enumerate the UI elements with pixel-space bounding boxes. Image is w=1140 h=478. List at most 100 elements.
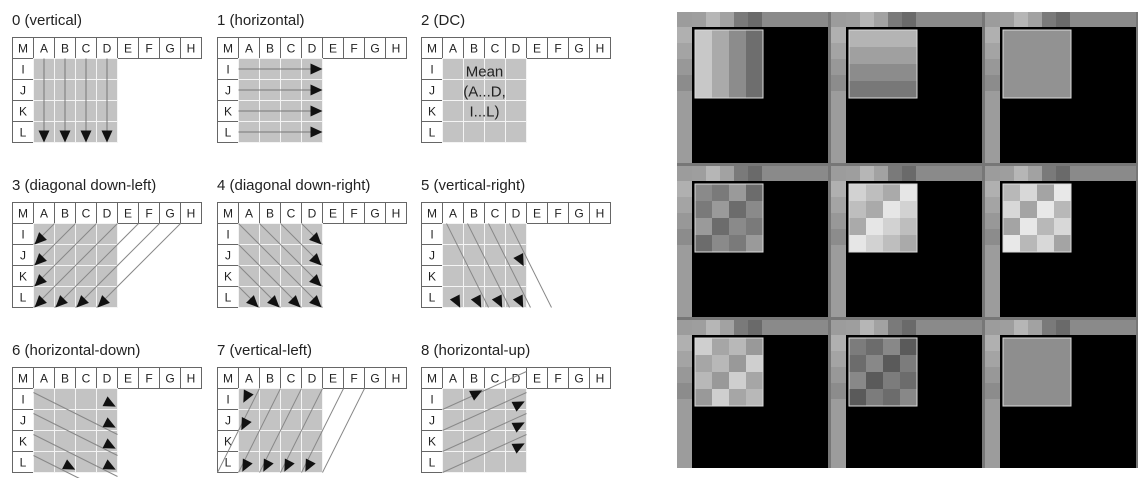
ref-label-E: E [124,372,132,386]
prediction-line [259,223,323,287]
ref-label-I: I [21,393,24,407]
arrow-icon [470,294,482,308]
arrow-icon [305,458,316,472]
ref-label-F: F [554,372,561,386]
ref-label-C: C [491,372,500,386]
ref-label-D: D [512,207,521,221]
ref-label-H: H [596,372,605,386]
prediction-line [442,413,527,452]
arrow-icon [491,294,503,308]
arrow-icon [263,458,274,472]
ref-label-K: K [19,435,27,449]
prediction-line [217,388,260,473]
prediction-line [238,388,281,473]
arrow-icon [310,63,323,75]
prediction-line [301,388,344,473]
ref-label-J: J [225,84,231,98]
ref-label-F: F [554,42,561,56]
arrow-icon [310,126,323,138]
ref-label-H: H [187,207,196,221]
ref-label-B: B [470,372,478,386]
ref-label-L: L [20,456,27,470]
ref-label-B: B [266,42,274,56]
ref-label-A: A [449,42,457,56]
ref-label-J: J [225,249,231,263]
mode-title: 4 (diagonal down-right) [217,177,371,194]
ref-label-B: B [61,372,69,386]
prediction-line [442,434,527,473]
ref-label-E: E [533,207,541,221]
prediction-line [33,223,97,287]
ref-label-F: F [145,207,152,221]
ref-label-B: B [266,372,274,386]
prediction-results-svg [677,12,1139,474]
prediction-tile-7 [831,320,985,474]
predicted-block-image [1002,29,1072,99]
prediction-line [238,244,302,308]
arrow-icon [309,295,322,308]
ref-label-G: G [165,372,174,386]
arrow-icon [34,232,47,245]
arrow-icon [80,130,92,143]
ref-label-H: H [187,42,196,56]
ref-label-D: D [308,372,317,386]
ref-label-F: F [350,372,357,386]
arrow-icon [512,294,524,308]
ref-label-G: G [370,42,379,56]
ref-label-D: D [512,42,521,56]
ref-label-B: B [470,207,478,221]
ref-label-B: B [266,207,274,221]
ref-label-E: E [124,42,132,56]
ref-label-A: A [245,372,253,386]
arrow-icon [288,295,301,308]
arrow-icon [284,458,295,472]
ref-label-G: G [574,207,583,221]
mode-title: 8 (horizontal-up) [421,342,531,359]
ref-label-J: J [225,414,231,428]
ref-label-I: I [21,63,24,77]
ref-label-K: K [428,435,436,449]
prediction-line [467,223,510,308]
predicted-block-image [694,183,764,253]
ref-label-D: D [512,372,521,386]
ref-label-E: E [329,207,337,221]
prediction-tile-1 [831,12,985,166]
ref-label-K: K [19,105,27,119]
ref-label-A: A [245,207,253,221]
arrow-icon [34,295,47,308]
arrow-icon [62,459,76,470]
predicted-block-image [1002,337,1072,407]
ref-label-A: A [40,42,48,56]
ref-label-F: F [350,42,357,56]
ref-label-J: J [20,414,26,428]
ref-label-B: B [61,42,69,56]
arrow-icon [34,274,47,287]
prediction-tile-5 [985,166,1139,320]
ref-label-I: I [430,393,433,407]
predicted-block-image [1002,183,1072,253]
ref-label-D: D [308,42,317,56]
ref-label-L: L [20,291,27,305]
ref-label-A: A [449,207,457,221]
ref-label-G: G [574,42,583,56]
prediction-line [280,388,323,473]
ref-label-J: J [20,84,26,98]
predicted-block [33,58,118,143]
prediction-line [33,223,118,308]
ref-label-A: A [40,207,48,221]
ref-label-C: C [82,207,91,221]
ref-label-E: E [329,372,337,386]
arrow-icon [102,459,116,470]
ref-label-I: I [226,393,229,407]
ref-label-C: C [82,372,91,386]
prediction-tile-2 [985,12,1139,166]
arrow-icon [513,253,524,267]
arrow-icon [241,417,252,431]
ref-label-H: H [187,372,196,386]
ref-label-L: L [429,126,436,140]
ref-label-K: K [428,105,436,119]
